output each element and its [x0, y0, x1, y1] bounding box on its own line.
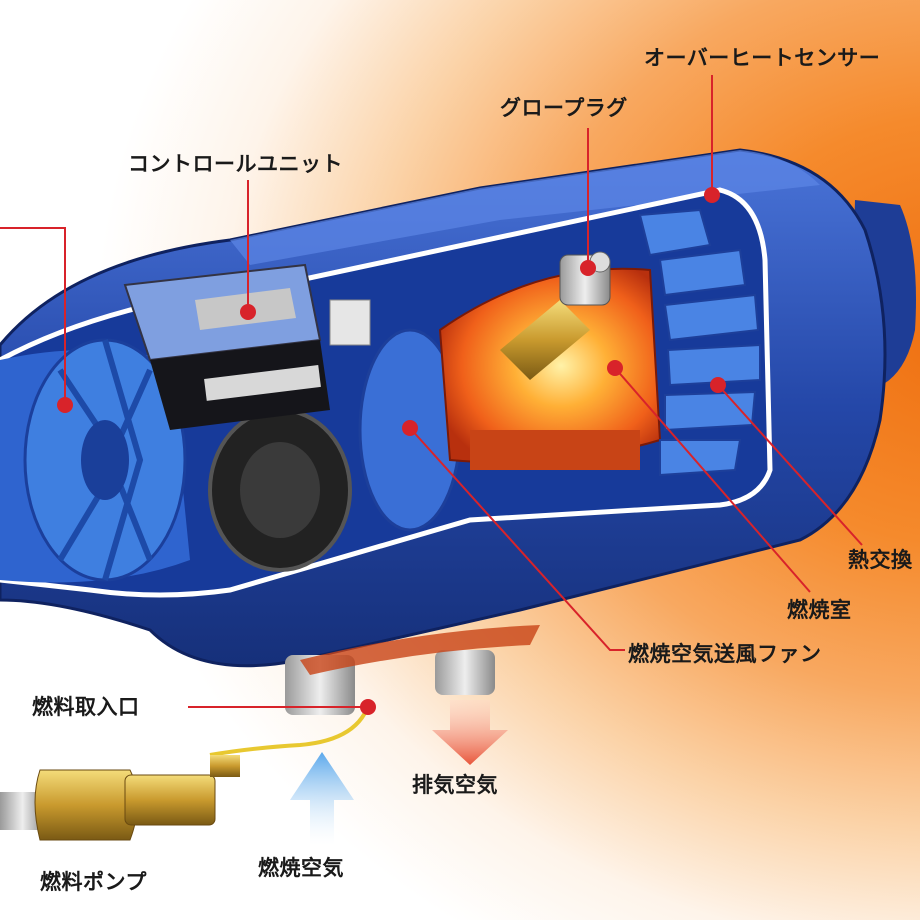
exhaust-air-arrow [432, 700, 508, 765]
label-overheat-sensor: オーバーヒートセンサー [644, 46, 881, 70]
combustion-air-arrow [290, 752, 354, 845]
fuel-line [209, 699, 372, 757]
housing-highlight [230, 150, 820, 265]
label-fuel-pump: 燃料ポンプ [40, 870, 147, 894]
leader-lines [0, 75, 863, 708]
label-fuel-intake: 燃料取入口 [32, 695, 140, 719]
leader-dots [57, 187, 726, 715]
label-combustion-air: 燃焼空気 [258, 856, 344, 880]
label-exhaust-air: 排気空気 [412, 773, 498, 797]
fuel-inlet-fitting [285, 655, 355, 715]
exhaust-fitting [435, 650, 495, 695]
glow-plug-part [500, 251, 611, 380]
label-heat-exchanger: 熱交換 [848, 548, 913, 572]
label-combustion-chamber: 燃焼室 [787, 598, 852, 622]
label-combustion-air-fan: 燃焼空気送風ファン [628, 642, 822, 666]
label-glow-plug: グロープラグ [500, 96, 628, 120]
combustion-chamber-body [438, 267, 662, 470]
fuel-pump-part [0, 755, 240, 841]
label-control-unit: コントロールユニット [128, 152, 343, 176]
